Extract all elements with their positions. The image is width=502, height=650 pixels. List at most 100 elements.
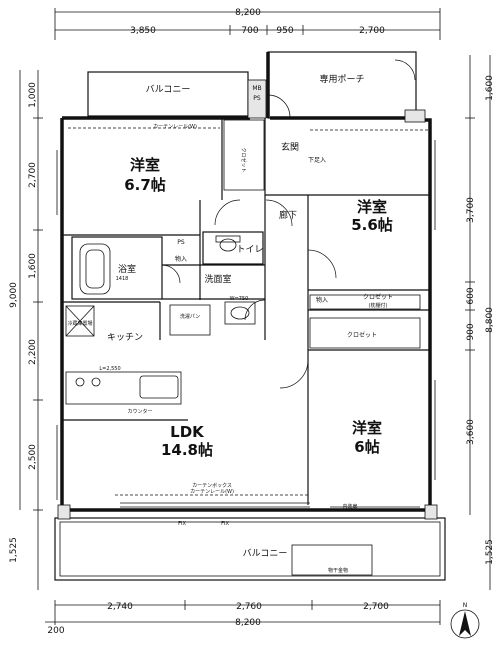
right-segment-1: 1,600	[485, 75, 495, 101]
kitchen-counter	[65, 371, 182, 405]
storage-label-2: 物入	[316, 296, 328, 304]
compass: N	[450, 602, 480, 639]
toilet-bowl	[219, 238, 237, 252]
door-porch	[394, 59, 416, 81]
top-segment-2: 700	[241, 26, 258, 36]
closet-a-label: クロゼット	[240, 147, 247, 172]
top-total-dimension: 8,200	[235, 8, 261, 18]
door-western-a	[214, 199, 241, 226]
inner-door-label: 内装扉	[342, 503, 357, 510]
fix-label-2: FIX	[221, 521, 229, 527]
bottom-offset-dimension: 200	[47, 626, 64, 636]
top-segment-1: 3,850	[130, 26, 156, 36]
bath-label: 浴室	[118, 263, 136, 275]
bath-outline	[71, 236, 163, 300]
closet-b-label: クロゼット	[363, 293, 393, 301]
column-bottom-right	[424, 504, 438, 520]
right-segment-4: 900	[466, 323, 476, 340]
fridge-label: 冷蔵庫置場	[67, 320, 92, 327]
compass-north-label: N	[463, 602, 468, 609]
mbps-column	[247, 79, 267, 119]
porch-outline	[267, 51, 417, 119]
burner-1	[75, 377, 85, 387]
door-washroom	[244, 299, 266, 321]
curtain-rail-label: カーテンレール(W)	[153, 124, 197, 130]
western-b-name: 洋室	[357, 198, 387, 216]
closet-b-shelf: (枕棚付)	[369, 302, 388, 309]
right-segment-5: 3,600	[466, 419, 476, 445]
ldk-size: 14.8帖	[161, 441, 213, 459]
left-segment-5: 2,500	[28, 444, 38, 470]
left-segment-2: 2,700	[28, 162, 38, 188]
right-total-dimension: 8,800	[485, 307, 495, 333]
bathtub	[79, 243, 111, 295]
top-dimensions: 8,200 3,850 700 950 2,700	[54, 8, 441, 40]
balcony-top-label: バルコニー	[146, 84, 191, 95]
fix-label-1: FIX	[178, 521, 186, 527]
top-segment-4: 2,700	[359, 26, 385, 36]
columns	[57, 79, 438, 520]
toilet-outline	[202, 231, 264, 265]
ldk-name: LDK	[170, 423, 205, 441]
door-corridor	[265, 199, 293, 227]
left-segment-4: 2,200	[28, 339, 38, 365]
burner-2	[91, 377, 101, 387]
toilet-label: トイレ	[236, 245, 263, 255]
right-dimensions: 1,600 3,700 600 900 3,600 8,800 1,525	[465, 55, 495, 590]
door-entrance	[267, 94, 291, 118]
shoe-closet-label: 下足入	[308, 157, 326, 164]
column-top-right	[404, 109, 426, 123]
wash-basin	[224, 301, 256, 325]
closet-a	[223, 119, 265, 191]
entrance-label: 玄関	[281, 141, 299, 153]
right-segment-6: 1,525	[485, 539, 495, 565]
ps-left-label: PS	[177, 239, 185, 246]
right-segment-2: 3,700	[466, 197, 476, 223]
column-bottom-left	[57, 504, 71, 520]
door-western-c	[279, 359, 309, 389]
right-segment-3: 600	[466, 287, 476, 304]
western-a-name: 洋室	[130, 156, 160, 174]
mb-label: MB	[252, 85, 261, 92]
corridor-label: 廊下	[279, 209, 297, 221]
washing-pan	[169, 304, 211, 336]
toilet-tank	[215, 235, 241, 243]
w-label: W=750	[230, 296, 249, 302]
fridge-space	[65, 305, 95, 337]
bottom-segment-3: 2,700	[363, 602, 389, 612]
closet-c	[309, 317, 421, 349]
room-labels: バルコニー MB PS 専用ポーチ カーテンレール(W) 洋室 6.7帖 玄関 …	[67, 73, 393, 574]
interior-walls	[62, 118, 430, 505]
l-label: L=2,550	[99, 366, 120, 372]
bottom-segment-2: 2,760	[236, 602, 262, 612]
balcony-bottom-label: バルコニー	[243, 548, 288, 559]
bottom-dimensions: 2,740 2,760 2,700 8,200 200	[45, 600, 441, 636]
bottom-balcony-outline	[54, 517, 446, 581]
western-b-size: 5.6帖	[351, 216, 393, 234]
fixtures	[65, 119, 428, 576]
western-c-size: 6帖	[354, 438, 379, 456]
wash-pan-label: 洗濯パン	[180, 313, 200, 320]
left-segment-6: 1,525	[9, 537, 19, 563]
bottom-segment-1: 2,740	[107, 602, 133, 612]
closet-b	[309, 294, 421, 310]
left-dimensions: 9,000 1,000 2,700 1,600 2,200 2,500 1,52…	[9, 70, 43, 590]
washroom-label: 洗面室	[204, 273, 231, 285]
top-segment-3: 950	[276, 26, 293, 36]
exterior-walls	[54, 51, 446, 581]
western-c-name: 洋室	[352, 419, 382, 437]
left-segment-3: 1,600	[28, 253, 38, 279]
private-porch-label: 専用ポーチ	[319, 73, 364, 85]
storage-label-1: 物入	[175, 255, 187, 263]
doors	[161, 59, 416, 389]
door-western-b	[307, 249, 337, 279]
bath-size-label: 1418	[116, 276, 129, 282]
windows	[56, 140, 436, 508]
ps-label: PS	[253, 95, 261, 102]
curtain-rail-ldk-label: カーテンレール(W)	[190, 489, 234, 495]
bottom-total-dimension: 8,200	[235, 618, 261, 628]
left-total-dimension: 9,000	[9, 282, 19, 308]
curtain-box-label: カーテンボックス	[192, 482, 232, 489]
laundry-rack-label: 物干金物	[328, 567, 348, 574]
